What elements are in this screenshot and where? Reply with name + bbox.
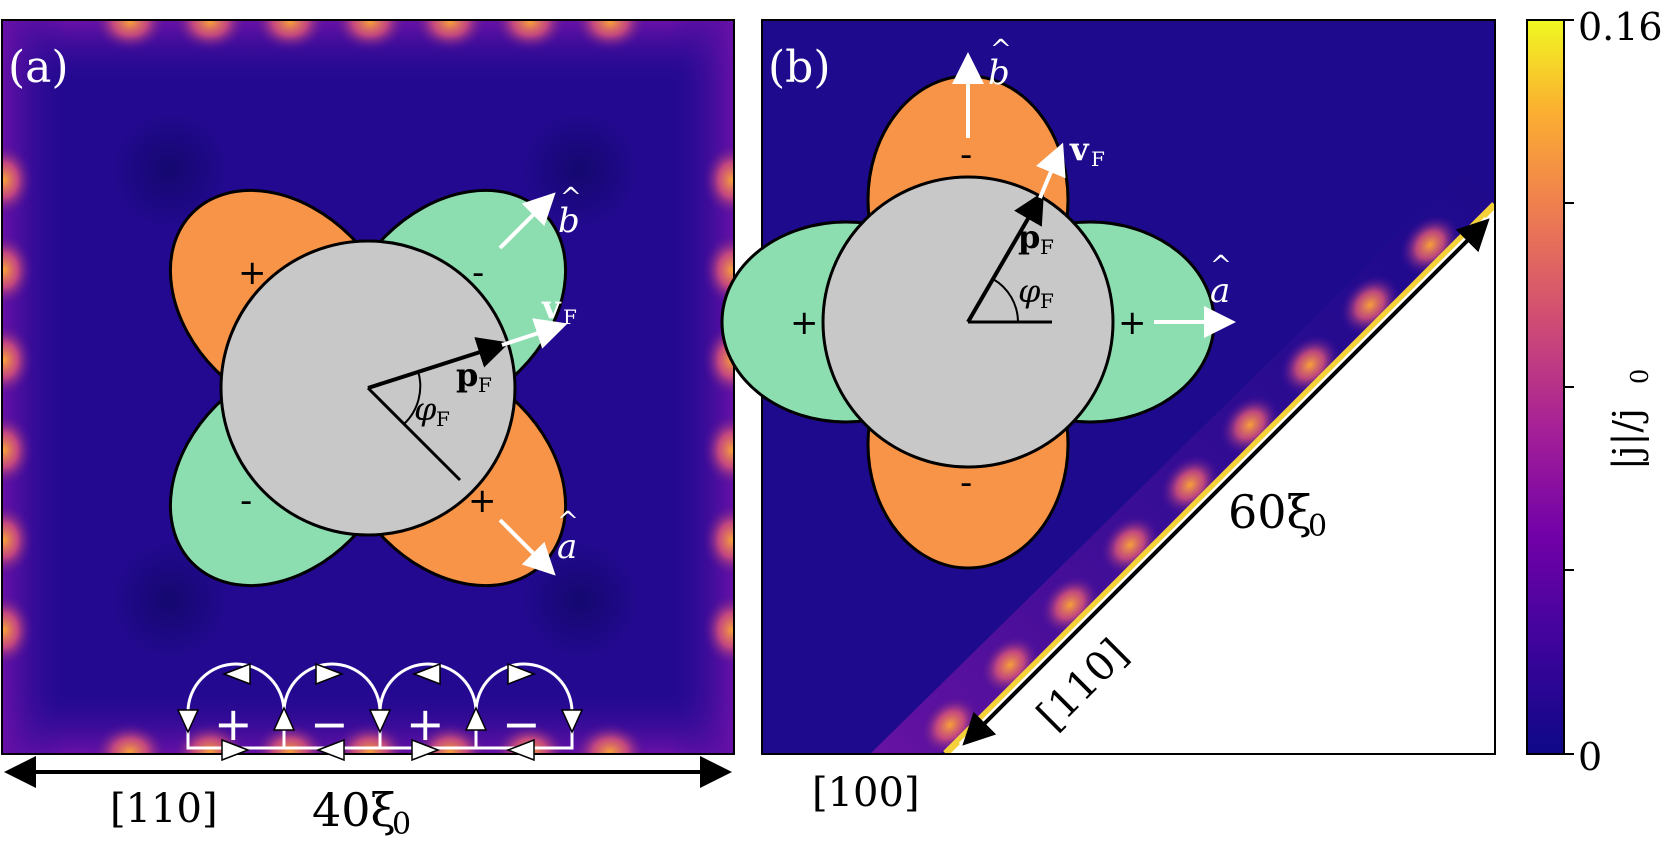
arrow-head	[368, 709, 392, 734]
svg-text:F: F	[563, 305, 577, 329]
fermi-momentum-arrow	[367, 337, 510, 390]
arrow-head	[176, 709, 200, 734]
current-loop	[282, 662, 382, 750]
colorbar: 0.16 0 |j|/j 0	[1526, 5, 1662, 779]
b-axis-arrow	[498, 192, 556, 250]
edge-sign: +	[214, 697, 253, 751]
current-loop	[186, 662, 286, 750]
lobe-sign: +	[238, 253, 267, 293]
current-loop	[474, 662, 574, 750]
colorbar-max-label: 0.16	[1578, 5, 1662, 49]
svg-text:φ: φ	[1018, 272, 1041, 310]
panel-a-frame	[1, 19, 735, 755]
edge-current-loops	[186, 662, 574, 750]
a-axis-label: a ^	[557, 507, 579, 567]
colorbar-title: |j|/j 0	[1605, 369, 1654, 470]
svg-text:60ξ: 60ξ	[1228, 485, 1312, 539]
edge-spots-left	[2, 142, 34, 668]
bottom-direction-label: [100]	[812, 770, 920, 816]
svg-text:a: a	[557, 527, 577, 567]
lobe-sign: +	[1118, 303, 1147, 343]
svg-text:F: F	[478, 373, 492, 397]
svg-text:v: v	[541, 288, 562, 326]
lobe-sign: -	[960, 463, 972, 503]
arrow-head	[315, 738, 345, 762]
edge-sign: −	[502, 697, 541, 751]
fermi-velocity-label: v F	[1069, 130, 1105, 171]
fermi-momentum-label: p F	[456, 356, 492, 397]
current-direction-arrows	[176, 662, 584, 762]
colorbar-min-label: 0	[1578, 735, 1602, 779]
svg-text:40ξ: 40ξ	[312, 783, 396, 837]
angle-label: φ F	[414, 390, 450, 431]
svg-text:F: F	[436, 407, 450, 431]
a-axis-label: a ^	[1210, 251, 1232, 311]
b-axis-label: b ^	[558, 183, 582, 241]
direction-label: [110]	[110, 786, 218, 832]
svg-text:F: F	[1040, 289, 1054, 313]
lobe-sign: -	[960, 135, 972, 175]
panel-a: (a) + - - + b ^ a ^	[1, 19, 735, 842]
hat-accent: ^	[557, 507, 579, 537]
arrow-head	[411, 662, 441, 686]
arrow-head	[507, 662, 537, 686]
length-arrow	[962, 218, 1490, 746]
svg-text:φ: φ	[414, 390, 437, 428]
colorbar-ticks	[1564, 19, 1574, 755]
angle-reference-line	[366, 386, 462, 482]
hat-accent: ^	[560, 183, 582, 213]
arrow-head	[221, 738, 251, 762]
fermi-velocity-arrow	[501, 318, 568, 349]
svg-text:F: F	[1040, 235, 1054, 259]
svg-text:b: b	[988, 53, 1010, 93]
svg-text:|j|/j: |j|/j	[1605, 408, 1649, 470]
fermi-velocity-label: v F	[541, 288, 577, 329]
lobe-sign: +	[468, 481, 497, 521]
hat-accent: ^	[990, 35, 1012, 65]
a-axis-arrow	[498, 518, 556, 576]
edge-spots-right	[702, 142, 734, 668]
arrow-head	[560, 709, 584, 734]
lobe-sign: +	[790, 303, 819, 343]
svg-text:b: b	[558, 201, 580, 241]
edge-spots-top	[92, 20, 648, 52]
svg-text:0: 0	[1626, 369, 1654, 384]
panel-a-label: (a)	[8, 42, 69, 93]
panel-b: (b) - + + - b ^ a ^ v F	[720, 19, 1496, 816]
lobe-sign: -	[240, 481, 252, 521]
svg-text:p: p	[1018, 218, 1040, 256]
svg-text:0: 0	[392, 807, 411, 842]
arrow-head	[272, 706, 296, 731]
hat-accent: ^	[1210, 251, 1232, 281]
angle-arc	[403, 370, 422, 425]
length-label: 60ξ 0	[1228, 485, 1327, 544]
lobe-sign: -	[472, 253, 484, 293]
svg-text:p: p	[456, 356, 478, 394]
arrow-head	[505, 738, 535, 762]
b-axis-label: b ^	[988, 35, 1012, 93]
arrow-head	[221, 662, 251, 686]
svg-text:F: F	[1091, 147, 1105, 171]
svg-text:v: v	[1069, 130, 1090, 168]
fermi-velocity-arrow	[1036, 142, 1066, 199]
svg-text:0: 0	[1308, 509, 1327, 544]
colorbar-gradient	[1526, 19, 1565, 755]
current-loop	[378, 662, 478, 750]
panel-b-label: (b)	[768, 42, 831, 93]
length-label: 40ξ 0	[312, 783, 411, 842]
arrow-head	[315, 662, 345, 686]
arrow-head	[464, 706, 488, 731]
edge-spots-bottom	[92, 722, 648, 754]
arrow-head	[411, 738, 441, 762]
edge-sign: +	[406, 697, 445, 751]
edge-sign: −	[310, 697, 349, 751]
